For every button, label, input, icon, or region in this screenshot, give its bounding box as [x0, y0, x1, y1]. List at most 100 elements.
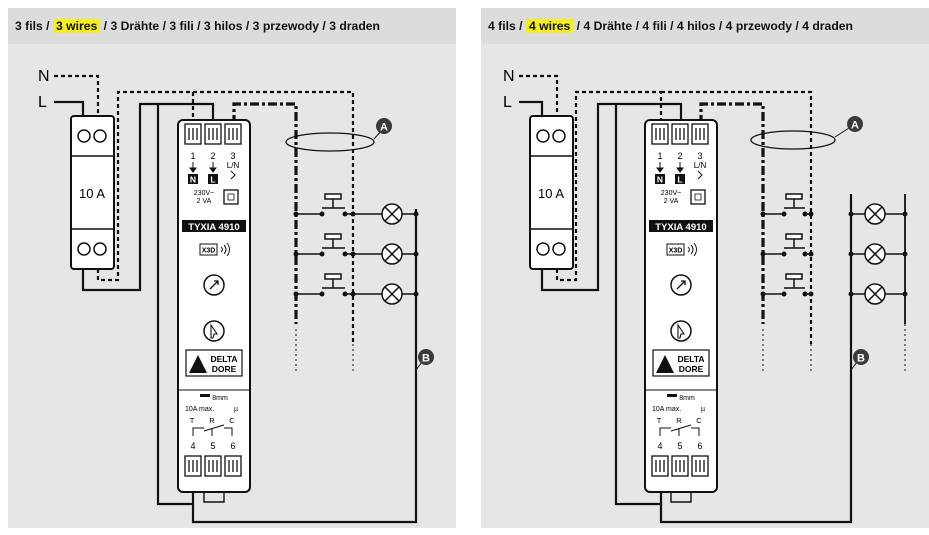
marker-b-label: B: [857, 353, 865, 365]
chip-l: [675, 174, 685, 184]
neutral-wire: [519, 74, 813, 344]
arrow-up-icon: [676, 280, 686, 290]
bottom-terminals: [184, 455, 242, 477]
contact-r: R: [209, 416, 215, 425]
terminal-3: 3: [697, 151, 702, 161]
neutral-label: N: [38, 68, 50, 85]
brand-logo-mark: [189, 355, 207, 373]
tyxia-module: 1 2 3 L/N N L 230V~ 2 VA TYXIA 4910 X3D: [177, 119, 251, 503]
lamp-icon: [864, 203, 886, 305]
switch-row-3: [763, 273, 811, 295]
strip-gauge: [667, 394, 677, 397]
marker-b-label: B: [422, 353, 430, 365]
marker-b-leader: [415, 361, 423, 371]
marker-a: [376, 118, 392, 134]
terminal-4: 4: [190, 441, 195, 451]
terminal-3: 3: [230, 151, 235, 161]
switch-row-1: [763, 193, 811, 215]
chip-n-text: N: [657, 175, 663, 185]
lamp-icon: [381, 203, 403, 305]
bottom-terminals: [651, 455, 709, 477]
din-clip: [203, 492, 225, 503]
x3d-label: X3D: [202, 248, 216, 255]
pointer-button: [203, 320, 225, 342]
marker-b-leader: [850, 361, 858, 371]
top-terminals: [184, 123, 242, 145]
terminal-4: 4: [657, 441, 662, 451]
circuit-breaker: 10 A: [529, 115, 574, 270]
contact-t: T: [190, 416, 195, 425]
terminal-2: 2: [210, 151, 215, 161]
terminal-ln: L/N: [227, 161, 240, 170]
marker-a-leader: [834, 127, 850, 138]
power-va: 2 VA: [664, 198, 679, 205]
header-highlight: 3 wires: [52, 19, 101, 33]
header-suffix: / 4 Drähte / 4 fili / 4 hilos / 4 przewo…: [573, 19, 853, 33]
cable-bundle-outline: [285, 132, 375, 152]
chip-n: [655, 174, 665, 184]
wiring-diagram: N L 10 A: [503, 68, 908, 524]
model-plate: [182, 220, 246, 232]
brand-logo-mark: [656, 355, 674, 373]
micro-symbol: µ: [701, 406, 705, 413]
junction-dots: [293, 211, 419, 297]
strip-length: 8mm: [212, 395, 228, 402]
marker-a-label: A: [380, 122, 388, 134]
contact-r: R: [676, 416, 682, 425]
switch-lamp-row-3: [296, 273, 416, 295]
neutral-label: N: [503, 68, 515, 85]
chip-l-text: L: [210, 175, 215, 185]
wiring-panel-3-wires: 3 fils / 3 wires / 3 Drähte / 3 fili / 3…: [8, 8, 456, 528]
model-name: TYXIA 4910: [655, 222, 706, 233]
continuation-lines: [762, 324, 906, 374]
model-plate: [649, 220, 713, 232]
line-label: L: [38, 94, 47, 111]
chip-n: [188, 174, 198, 184]
radio-waves-icon: [687, 242, 697, 257]
contact-c: C: [696, 416, 702, 425]
switch-row-2: [763, 233, 811, 255]
tyxia-module: 1 2 3 L/N N L 230V~ 2 VA TYXIA 4910 X3D: [644, 119, 718, 503]
pointer-icon: [210, 323, 219, 339]
din-clip: [670, 492, 692, 503]
terminal-ln: L/N: [694, 161, 707, 170]
power-voltage: 230V~: [194, 190, 214, 197]
brand-line-1: DELTA: [677, 354, 704, 364]
chip-l: [208, 174, 218, 184]
marker-a: [847, 116, 863, 132]
line-wire: [519, 100, 853, 524]
radio-waves-icon: [220, 242, 230, 257]
header-prefix: 3 fils /: [15, 19, 53, 33]
line-wire: [54, 100, 418, 524]
marker-b: [418, 349, 434, 365]
x3d-badge: [199, 243, 218, 256]
pointer-icon: [677, 323, 686, 339]
relay-symbol: [192, 424, 233, 436]
chip-n-text: N: [190, 175, 196, 185]
header-prefix: 4 fils /: [488, 19, 526, 33]
circuit-breaker: 10 A: [70, 115, 115, 270]
max-current: 10A max.: [185, 406, 214, 413]
marker-b: [853, 349, 869, 365]
breaker-rating: 10 A: [79, 186, 105, 201]
max-current: 10A max.: [652, 406, 681, 413]
relay-symbol: [659, 424, 700, 436]
strip-gauge: [200, 394, 210, 397]
model-name: TYXIA 4910: [188, 222, 239, 233]
junction-dots: [760, 211, 908, 297]
terminal-2: 2: [677, 151, 682, 161]
continuation-lines: [295, 329, 354, 374]
pointer-button: [670, 320, 692, 342]
contact-c: C: [229, 416, 235, 425]
power-voltage: 230V~: [661, 190, 681, 197]
x3d-badge: [666, 243, 685, 256]
strip-length: 8mm: [679, 395, 695, 402]
terminal-5: 5: [677, 441, 682, 451]
micro-symbol: µ: [234, 406, 238, 413]
cable-bundle-outline: [750, 130, 836, 150]
x3d-label: X3D: [669, 248, 683, 255]
wiring-diagram: N L 10 A: [38, 68, 434, 524]
contact-t: T: [657, 416, 662, 425]
line-label: L: [503, 94, 512, 111]
wiring-panel-4-wires: 4 fils / 4 wires / 4 Drähte / 4 fili / 4…: [481, 8, 929, 528]
